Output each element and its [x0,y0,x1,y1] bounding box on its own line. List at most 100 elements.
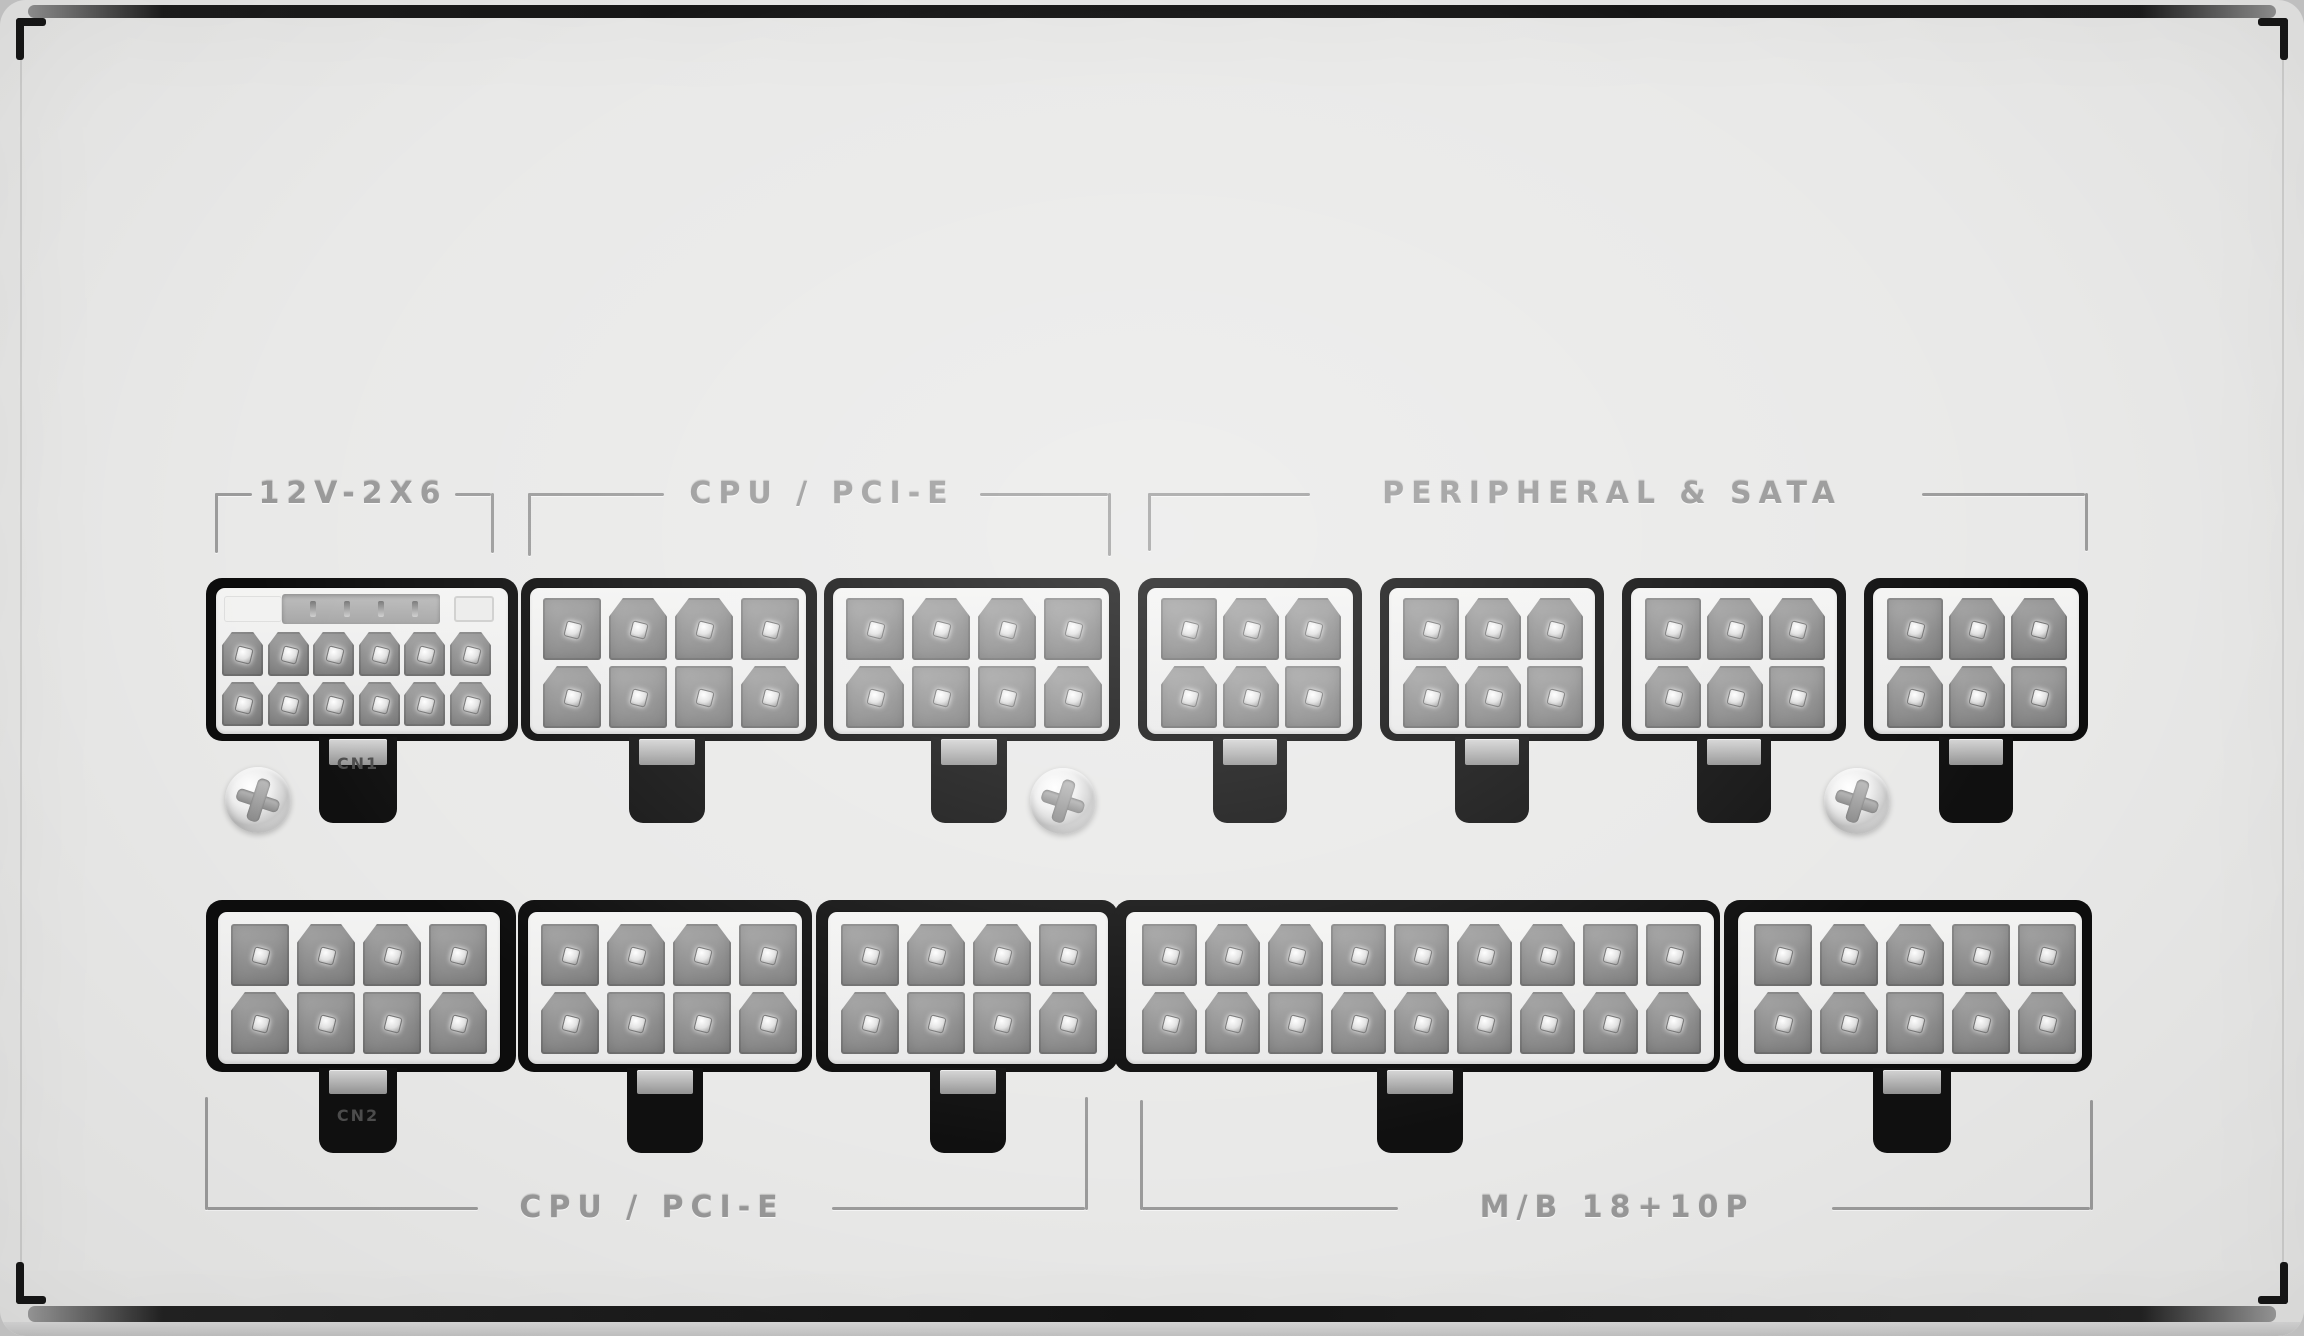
pin-contact [317,1014,336,1033]
connector-engraved-label-cn1: CN1 [337,756,379,772]
pin-contact [695,620,714,639]
section-bracket-line [528,493,664,496]
pin-contact [1788,688,1807,707]
pin-contact [1539,1014,1558,1033]
pin-contact [861,946,880,965]
power-pin-socket [1583,924,1638,986]
power-pin-socket [1457,992,1512,1054]
power-pin-socket [2011,598,2067,660]
section-bracket-line [980,493,1108,496]
pin-contact [1224,1014,1243,1033]
connector-housing-top-8pin-2 [833,588,1109,734]
section-label-cpu-pcie-top: CPU / PCI-E [689,479,954,509]
section-bracket-line [1832,1207,2090,1210]
pin-contact [932,688,951,707]
pin-contact [932,620,951,639]
power-pin-socket [1769,598,1825,660]
connector-housing-bottom-8pin-2 [528,912,802,1064]
pin-contact [629,620,648,639]
power-pin-socket [912,666,970,728]
connector-housing-sata-6pin-1 [1147,588,1353,734]
chassis-corner-tab-part [2258,18,2288,26]
pin-contact [2038,1014,2057,1033]
power-pin-socket [1520,924,1575,986]
pin-contact [1665,946,1684,965]
phillips-screw [1030,768,1096,834]
pin-contact [1774,1014,1793,1033]
pin-contact [1906,1014,1925,1033]
pin-contact [563,688,582,707]
power-pin-socket [1820,924,1878,986]
power-pin-socket [1403,598,1459,660]
power-pin-socket [973,924,1031,986]
power-pin-socket [1039,992,1097,1054]
power-pin-socket [978,666,1036,728]
section-bracket-line [528,493,531,556]
power-pin-socket [222,682,263,726]
pin-contact [371,645,390,664]
pin-contact [1304,688,1323,707]
chassis-top-edge [28,5,2276,18]
section-bracket-line [1085,1097,1088,1210]
phillips-screw [1824,768,1890,834]
power-pin-socket [607,924,665,986]
section-bracket-line [215,493,252,496]
pin-contact [1476,946,1495,965]
power-pin-socket [404,682,445,726]
pin-contact [1180,620,1199,639]
pin-contact [1287,946,1306,965]
power-pin-socket [313,632,354,676]
pin-contact [1224,946,1243,965]
power-pin-socket [973,992,1031,1054]
connector-housing-bottom-8pin-3 [828,912,1108,1064]
pin-contact [1242,688,1261,707]
power-pin-socket [359,632,400,676]
power-pin-socket [313,682,354,726]
pin-contact [1840,1014,1859,1033]
pin-contact [927,946,946,965]
power-pin-socket [978,598,1036,660]
chassis-bottom-edge [28,1306,2276,1322]
pin-contact [234,645,253,664]
power-pin-socket [1527,598,1583,660]
power-pin-socket [1044,598,1102,660]
power-pin-socket [222,632,263,676]
power-pin-socket [1886,924,1944,986]
pin-contact [561,946,580,965]
pin-contact [1665,1014,1684,1033]
connector-housing-sata-6pin-2 [1389,588,1595,734]
power-pin-socket [846,666,904,728]
power-pin-socket [1949,666,2005,728]
pin-contact [693,1014,712,1033]
connector-housing-top-8pin-1 [530,588,806,734]
pin-contact [2030,620,2049,639]
pin-contact [627,946,646,965]
power-pin-socket [1331,924,1386,986]
pin-contact [251,1014,270,1033]
connector-housing-mb-10pin [1738,912,2082,1064]
power-pin-socket [675,666,733,728]
section-bracket-line [1148,493,1310,496]
power-pin-socket [739,992,797,1054]
pin-contact [1161,946,1180,965]
pin-contact [1906,620,1925,639]
pin-contact [1242,620,1261,639]
power-pin-socket [1205,924,1260,986]
power-pin-socket [609,598,667,660]
power-pin-socket [2018,924,2076,986]
pin-contact [1422,620,1441,639]
pin-contact [998,620,1017,639]
pin-contact [1287,1014,1306,1033]
power-pin-socket [1887,666,1943,728]
power-pin-socket [429,924,487,986]
power-pin-socket [741,666,799,728]
pin-contact [1422,688,1441,707]
connector-latch-clip [639,739,695,765]
pin-contact [627,1014,646,1033]
connector-engraved-label-cn2: CN2 [337,1108,379,1124]
section-bracket-line [1148,493,1151,551]
power-pin-socket [1285,666,1341,728]
pin-contact [1539,946,1558,965]
connector-latch-clip [329,1070,387,1094]
pin-contact [561,1014,580,1033]
